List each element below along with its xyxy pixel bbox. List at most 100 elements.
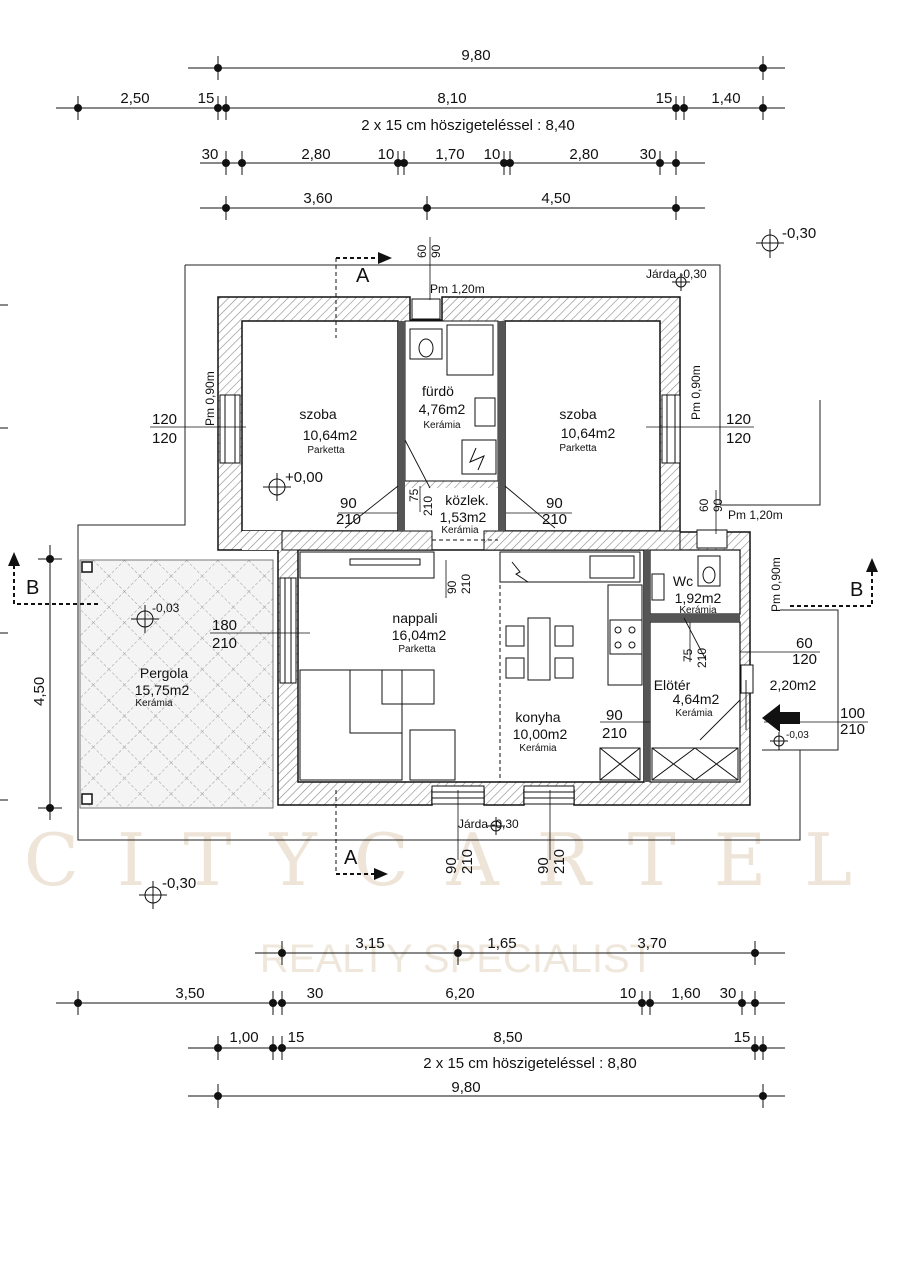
room-right-material: Parketta <box>559 443 597 454</box>
dim-top-row2-3: 8,10 <box>437 90 466 107</box>
pm-top: Pm 1,20m <box>430 282 485 296</box>
room-left-name: szoba <box>299 406 337 422</box>
door-wc-h: 210 <box>695 648 709 668</box>
section-marks: A A B B <box>8 252 878 880</box>
dim-bottom-row1-1: 3,15 <box>355 935 384 952</box>
dim-bottom-row3-4: 15 <box>734 1029 751 1046</box>
room-living-material: Parketta <box>398 644 436 655</box>
dim-top-row4-2: 4,50 <box>541 190 570 207</box>
dim-top-row2-4: 15 <box>656 90 673 107</box>
room-living-area: 16,04m2 <box>392 627 447 643</box>
walls <box>217 296 751 806</box>
room-left-material: Parketta <box>307 445 345 456</box>
dim-top-row3-4: 1,70 <box>435 146 464 163</box>
level-labels: -0,30 Járda -0,30 +0,00 -0,03 Járda -0,3… <box>152 225 816 892</box>
door-bath-w: 75 <box>407 488 421 502</box>
dim-top-insulation: 2 x 15 cm höszigeteléssel : 8,40 <box>361 117 574 134</box>
win-right-w: 120 <box>726 411 751 428</box>
dim-bottom-row3-2: 15 <box>288 1029 305 1046</box>
level-entrance: -0,03 <box>786 730 809 741</box>
room-pergola-material: Kerámia <box>135 698 173 709</box>
wc-window-h: 90 <box>711 498 725 512</box>
pm-entrance: Pm 0,90m <box>769 557 783 612</box>
room-labels: szoba 10,64m2 Parketta fürdö 4,76m2 Kerá… <box>135 383 817 754</box>
room-hall-area: 4,64m2 <box>673 691 720 707</box>
door-corridor-h: 210 <box>459 574 473 594</box>
entrance-arrow-icon <box>762 704 800 732</box>
dimension-labels-top: 9,80 2,50 15 8,10 15 1,40 2 x 15 cm hösz… <box>120 47 740 207</box>
site-outline <box>77 264 839 841</box>
pm-left: Pm 0,90m <box>203 371 217 426</box>
win-bottom-living-w: 90 <box>443 857 460 874</box>
dashed-lines <box>335 258 501 874</box>
room-pergola-name: Pergola <box>140 665 188 681</box>
dim-top-row3-6: 2,80 <box>569 146 598 163</box>
fixtures <box>299 324 739 781</box>
door-kitchen-w: 90 <box>606 707 623 724</box>
bathtub-icon <box>446 324 494 376</box>
dim-bottom-row2-5: 1,60 <box>671 985 700 1002</box>
dim-top-row3-1: 30 <box>202 146 219 163</box>
dim-top-row2-1: 2,50 <box>120 90 149 107</box>
wardrobe-icon <box>599 747 641 781</box>
dim-top-row3-2: 2,80 <box>301 146 330 163</box>
dimension-ticks-top <box>77 56 764 220</box>
dim-bottom-insulation: 2 x 15 cm höszigeteléssel : 8,80 <box>423 1055 636 1072</box>
room-left-area: 10,64m2 <box>303 427 358 443</box>
kitchen-counter-left <box>299 551 435 579</box>
dim-top-row4-1: 3,60 <box>303 190 332 207</box>
win-bottom-living-h: 210 <box>459 849 476 874</box>
kitchen-counter-right <box>499 551 641 583</box>
section-mark-a-top: A <box>356 265 370 287</box>
dim-bottom-row2-2: 30 <box>307 985 324 1002</box>
dim-top-row3-3: 10 <box>378 146 395 163</box>
dim-top-row3-7: 30 <box>640 146 657 163</box>
margin-ticks <box>0 304 8 801</box>
dim-top-overall: 9,80 <box>461 47 490 64</box>
door-entrance-w: 100 <box>840 705 865 722</box>
toilet-wc-icon <box>697 555 721 587</box>
dim-top-row3-5: 10 <box>484 146 501 163</box>
level-jarda-bottom: Járda -0,30 <box>458 817 519 831</box>
room-living-name: nappali <box>392 610 437 626</box>
room-kitchen-name: konyha <box>515 709 560 725</box>
section-mark-a-bottom: A <box>344 847 358 869</box>
sofa-icon <box>299 669 403 781</box>
arrow-right-icon <box>378 252 392 264</box>
door-right-w: 90 <box>546 495 563 512</box>
dimensions-bottom <box>56 952 785 1097</box>
door-entrance-h: 210 <box>840 721 865 738</box>
dim-bottom-row1-2: 1,65 <box>487 935 516 952</box>
door-pergola-h: 210 <box>212 635 237 652</box>
room-pergola-area: 15,75m2 <box>135 682 190 698</box>
door-pergola-w: 180 <box>212 617 237 634</box>
dim-top-row2-2: 15 <box>198 90 215 107</box>
level-top-right: -0,30 <box>782 225 816 242</box>
door-kitchen-h: 210 <box>602 725 627 742</box>
dimension-dots-top <box>74 64 767 212</box>
dim-left-label: 4,50 <box>31 677 48 706</box>
room-wc-area: 1,92m2 <box>675 590 722 606</box>
door-left-w: 90 <box>340 495 357 512</box>
bath-window-w: 60 <box>415 244 429 258</box>
room-wc-name: Wc <box>673 573 693 589</box>
opening-leaders <box>150 237 868 860</box>
room-hall-name: Elötér <box>654 677 691 693</box>
dimension-ticks-bottom <box>77 941 764 1108</box>
shower-icon <box>461 439 497 475</box>
arrow-right-icon <box>374 868 388 880</box>
door-bath-h: 210 <box>421 496 435 516</box>
windows <box>219 298 754 805</box>
dimensions-top <box>56 67 785 209</box>
dim-top-row2-5: 1,40 <box>711 90 740 107</box>
dimension-labels-bottom: 3,15 1,65 3,70 3,50 30 6,20 10 1,60 30 1… <box>175 935 750 1096</box>
room-kitchen-material: Kerámia <box>519 743 557 754</box>
door-left-h: 210 <box>336 511 361 528</box>
dim-bottom-row2-3: 6,20 <box>445 985 474 1002</box>
level-markers <box>131 229 788 909</box>
pergola <box>79 559 274 809</box>
dim-bottom-row3-1: 1,00 <box>229 1029 258 1046</box>
coffee-table-icon <box>381 669 435 705</box>
door-wc-w: 75 <box>681 648 695 662</box>
